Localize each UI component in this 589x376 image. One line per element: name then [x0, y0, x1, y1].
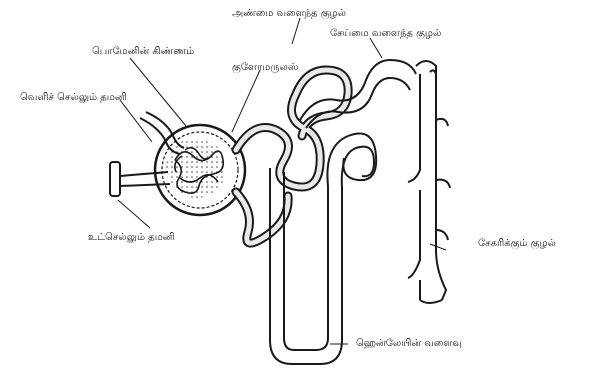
glomerulus: [166, 138, 226, 198]
label-collecting-duct: சேகரிக்கும் குழல்: [478, 238, 556, 250]
label-proximal-tubule: அண்மை வளைந்த குழல்: [232, 8, 346, 20]
label-loop-of-henle: ஹென்லேயின் வளைவு: [356, 338, 462, 350]
label-afferent-arteriole: உட்செல்லும் தமனி: [88, 232, 175, 244]
collecting-duct: [408, 61, 450, 303]
label-distal-tubule: சேய்மை வளைந்த குழல்: [330, 28, 441, 40]
label-bowman-capsule: பொமேனின் கிண்ணம்: [92, 46, 194, 58]
loop-of-henle: [270, 168, 342, 364]
label-glomerulus: குளோமருலஸ்: [232, 62, 299, 74]
label-efferent-arteriole: வெளிச் செல்லும் தமனி: [20, 92, 127, 104]
